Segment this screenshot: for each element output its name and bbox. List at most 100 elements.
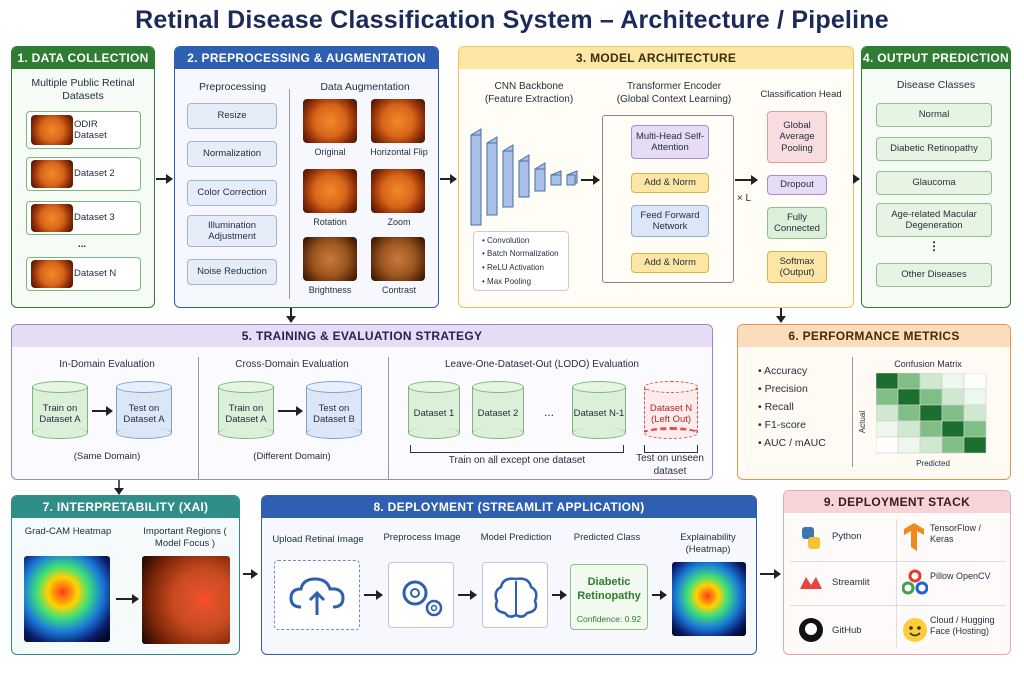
ellipsis: ⋮ (928, 239, 940, 253)
xai-header: 7. INTERPRETABILITY (XAI) (12, 496, 239, 518)
flow-arrow (116, 594, 139, 604)
upload-dropzone[interactable] (274, 560, 360, 630)
in-domain-title: In-Domain Evaluation (59, 359, 155, 370)
divider (790, 605, 1006, 606)
cm-cell (963, 373, 987, 390)
fundus-image (31, 260, 73, 288)
metric-item: • Precision (758, 383, 808, 395)
aug-label: Contrast (381, 285, 416, 295)
flow-arrow (735, 175, 758, 185)
cm-cell (941, 373, 965, 390)
preprocess-step: Resize (187, 103, 277, 129)
cm-cell (919, 388, 943, 406)
flow-arrow (853, 174, 860, 184)
brace (644, 445, 698, 453)
cm-cell (919, 420, 943, 438)
metrics-header: 6. PERFORMANCE METRICS (738, 325, 1010, 347)
in-domain-note: (Same Domain) (73, 451, 141, 462)
fundus-image (303, 169, 357, 213)
flow-arrow (156, 174, 173, 184)
metrics-panel: 6. PERFORMANCE METRICS • Accuracy • Prec… (737, 324, 1011, 480)
class-item: Other Diseases (876, 263, 992, 287)
flow-arrow (286, 308, 296, 323)
divider (896, 519, 897, 647)
prediction-value: Diabetic Retinopathy (577, 576, 641, 602)
flow-arrow (760, 569, 781, 579)
cnn-layers-list: • Convolution • Batch Normalization • Re… (473, 231, 569, 291)
metric-item: • F1-score (758, 419, 807, 431)
flow-arrow (581, 175, 600, 185)
model-header: 3. MODEL ARCHITECTURE (459, 47, 853, 69)
cm-cell (919, 373, 943, 390)
cm-cell (941, 388, 965, 406)
flow-arrow (776, 308, 786, 323)
aug-label: Original (314, 147, 346, 157)
divider (198, 357, 199, 479)
cm-cell (919, 404, 943, 422)
stack-item-label: TensorFlow / Keras (930, 523, 982, 544)
cm-cell (897, 388, 921, 406)
flow-arrow (458, 590, 477, 600)
explain-title: Explainability (Heatmap) (680, 532, 736, 555)
cm-cell (876, 373, 899, 390)
stack-item-label: Pillow OpenCV (930, 571, 991, 581)
cm-cell (941, 436, 965, 454)
fundus-image (371, 169, 425, 213)
flow-arrow (92, 406, 113, 416)
lodo-title: Leave-One-Dataset-Out (LODO) Evaluation (445, 359, 639, 370)
dataset-cylinder: Dataset N-1 (572, 381, 626, 439)
fundus-image (303, 99, 357, 143)
class-item: Normal (876, 103, 992, 127)
ellipsis: ... (77, 239, 87, 250)
class-item: Diabetic Retinopathy (876, 137, 992, 161)
mhsa-block: Multi-Head Self-Attention (631, 125, 709, 159)
preprocessing-panel: 2. PREPROCESSING & AUGMENTATION Preproce… (174, 46, 439, 308)
confusion-matrix-title: Confusion Matrix (894, 359, 962, 369)
transformer-block (602, 115, 734, 283)
gears-icon (402, 580, 443, 617)
stack-item-label: Streamlit (832, 577, 870, 588)
cm-cell (963, 404, 987, 422)
prediction-card (570, 564, 648, 630)
model-box (482, 562, 548, 628)
train-cylinder: Train on Dataset A (32, 381, 88, 439)
dataset-cylinder: Dataset 1 (408, 381, 460, 439)
dropout-block: Dropout (767, 175, 827, 195)
metric-item: • Accuracy (758, 365, 808, 377)
class-item: Age-related Macular Degeneration (876, 203, 992, 237)
cnn-title: CNN Backbone (Feature Extraction) (484, 81, 574, 105)
cm-xlabel: Predicted (916, 459, 950, 468)
deployment-panel: 8. DEPLOYMENT (STREAMLIT APPLICATION) Up… (261, 495, 757, 655)
classification-head-title: Classification Head (760, 89, 842, 100)
preprocess-title: Preprocess Image (383, 532, 461, 543)
metric-item: • AUC / mAUC (758, 437, 826, 449)
preprocess-step: Noise Reduction (187, 259, 277, 285)
cm-cell (876, 388, 899, 406)
fundus-image (31, 160, 73, 188)
aug-label: Zoom (387, 217, 411, 227)
cross-domain-title: Cross-Domain Evaluation (235, 359, 349, 370)
flow-arrow (652, 590, 667, 600)
tensorflow-icon (904, 523, 924, 551)
flow-arrow (552, 590, 567, 600)
github-icon (799, 618, 823, 642)
preprocessing-header: 2. PREPROCESSING & AUGMENTATION (175, 47, 438, 69)
cnn-layers-graphic (470, 128, 578, 227)
output-panel: 4. OUTPUT PREDICTION Disease Classes Nor… (861, 46, 1011, 308)
cm-cell (919, 436, 943, 454)
fundus-image (303, 237, 357, 281)
brain-icon (494, 577, 538, 618)
fundus-image (371, 99, 425, 143)
transformer-title: Transformer Encoder (Global Context Lear… (616, 81, 732, 105)
stack-panel: 9. DEPLOYMENT STACK Python TensorFlow / … (783, 490, 1011, 655)
softmax-block: Softmax (Output) (767, 251, 827, 283)
output-header: 4. OUTPUT PREDICTION (862, 47, 1010, 69)
flow-arrow (278, 406, 303, 416)
training-header: 5. TRAINING & EVALUATION STRATEGY (12, 325, 712, 347)
flow-arrow (440, 174, 457, 184)
augmentation-title: Data Augmentation (320, 81, 410, 93)
cm-cell (897, 373, 921, 390)
preprocess-step: Color Correction (187, 180, 277, 206)
divider (790, 561, 1006, 562)
cloud-upload-icon (289, 577, 345, 615)
